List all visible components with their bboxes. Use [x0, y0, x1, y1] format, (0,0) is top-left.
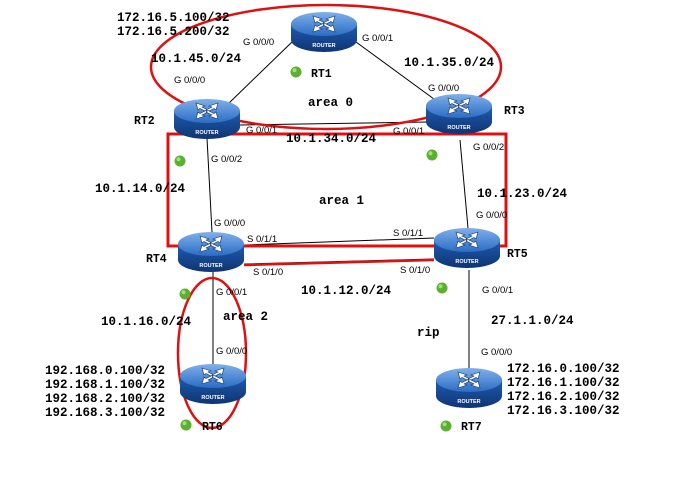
interface-label: G 0/0/0 [481, 347, 512, 358]
interface-label: G 0/0/0 [476, 210, 507, 221]
router-name-rt1: RT1 [311, 68, 332, 81]
network-label: 10.1.14.0/24 [95, 182, 186, 196]
serial-link-highlight [243, 258, 435, 267]
status-dot-icon [440, 420, 452, 432]
interface-label: G 0/0/2 [211, 154, 242, 165]
loopback-list-rt6: 192.168.0.100/32 192.168.1.100/32 192.16… [45, 364, 165, 420]
router-rt5[interactable]: ROUTER [433, 227, 501, 269]
interface-label: S 0/1/1 [393, 228, 423, 239]
interface-label: G 0/0/1 [393, 126, 424, 137]
network-label: 10.1.23.0/24 [477, 187, 568, 201]
loopback-address: 192.168.0.100/32 [45, 364, 165, 378]
status-dot-icon [436, 282, 448, 294]
status-dot-icon [179, 288, 191, 300]
link-rt4-rt5-s011 [243, 237, 435, 246]
area-2-highlight-ellipse [176, 276, 248, 430]
interface-label: G 0/0/1 [246, 125, 277, 136]
interface-label: G 0/0/2 [473, 142, 504, 153]
network-label: 10.1.35.0/24 [404, 56, 495, 70]
area-label-1: area 1 [319, 194, 364, 208]
link-rt3-rt5 [459, 139, 469, 229]
loopback-address: 172.16.0.100/32 [507, 362, 620, 376]
router-name-rt7: RT7 [461, 421, 482, 434]
loopback-address: 172.16.5.100/32 [117, 11, 230, 25]
link-rt1-rt3 [355, 41, 439, 103]
loopback-list-rt1: 172.16.5.100/32 172.16.5.200/32 [117, 11, 230, 39]
interface-label: G 0/0/0 [214, 218, 245, 229]
interface-label: G 0/0/0 [216, 346, 247, 357]
interface-label: G 0/0/0 [428, 83, 459, 94]
loopback-address: 172.16.3.100/32 [507, 404, 620, 418]
highlight-annotations [149, 3, 508, 430]
router-names: RT1 RT2 RT3 RT4 RT5 RT6 RT7 [134, 68, 528, 434]
interface-label: G 0/0/1 [482, 285, 513, 296]
router-name-rt2: RT2 [134, 115, 155, 128]
router-name-rt4: RT4 [146, 253, 167, 266]
loopback-address: 192.168.2.100/32 [45, 392, 165, 406]
interface-label: S 0/1/1 [247, 234, 277, 245]
interface-label: G 0/0/0 [243, 37, 274, 48]
interface-label: G 0/0/0 [174, 75, 205, 86]
network-label: 27.1.1.0/24 [491, 314, 574, 328]
network-labels: 10.1.45.0/24 10.1.35.0/24 10.1.34.0/24 1… [95, 52, 574, 329]
loopback-address: 172.16.1.100/32 [507, 376, 620, 390]
area-label-0: area 0 [308, 96, 353, 110]
interface-labels: G 0/0/0 G 0/0/1 G 0/0/0 G 0/0/1 G 0/0/2 … [174, 33, 513, 358]
router-icon-label: ROUTER [457, 399, 480, 405]
link-rt2-rt4 [206, 137, 213, 233]
status-dot-icon [290, 66, 302, 78]
interface-label: S 0/1/0 [400, 265, 430, 276]
router-name-rt3: RT3 [504, 105, 525, 118]
area-labels: area 0 area 1 area 2 rip [223, 96, 440, 340]
loopback-address: 192.168.3.100/32 [45, 406, 165, 420]
network-label: 10.1.45.0/24 [151, 52, 242, 66]
loopback-address: 192.168.1.100/32 [45, 378, 165, 392]
network-label: 10.1.34.0/24 [286, 132, 377, 146]
interface-label: G 0/0/1 [216, 287, 247, 298]
router-icon-label: ROUTER [199, 263, 222, 269]
loopback-address: 172.16.2.100/32 [507, 390, 620, 404]
router-icon-label: ROUTER [312, 43, 335, 49]
router-rt2[interactable]: ROUTER [173, 98, 241, 140]
router-icon-label: ROUTER [201, 395, 224, 401]
rip-label: rip [417, 326, 440, 340]
router-icon-label: ROUTER [447, 125, 470, 131]
link-rt1-rt2 [227, 41, 293, 105]
link-rt2-rt3 [239, 121, 429, 126]
interface-label: G 0/0/1 [362, 33, 393, 44]
router-name-rt5: RT5 [507, 248, 528, 261]
status-dot-icon [174, 155, 186, 167]
status-dot-icon [180, 419, 192, 431]
router-rt6[interactable]: ROUTER [179, 363, 247, 405]
router-rt4[interactable]: ROUTER [177, 231, 245, 273]
loopback-address: 172.16.5.200/32 [117, 25, 230, 39]
status-dot-icon [426, 149, 438, 161]
network-label: 10.1.16.0/24 [101, 315, 192, 329]
area-1-highlight-box [166, 132, 508, 248]
loopback-list-rt7: 172.16.0.100/32 172.16.1.100/32 172.16.2… [507, 362, 620, 418]
router-icon-label: ROUTER [455, 259, 478, 265]
interface-label: S 0/1/0 [253, 267, 283, 278]
network-label: 10.1.12.0/24 [301, 284, 392, 298]
router-rt7[interactable]: ROUTER [435, 367, 503, 409]
router-name-rt6: RT6 [202, 421, 223, 434]
router-rt1[interactable]: ROUTER [290, 11, 358, 53]
area-0-highlight-ellipse [149, 3, 503, 131]
area-label-2: area 2 [223, 310, 268, 324]
router-icon-label: ROUTER [195, 130, 218, 136]
router-rt3[interactable]: ROUTER [425, 93, 493, 135]
